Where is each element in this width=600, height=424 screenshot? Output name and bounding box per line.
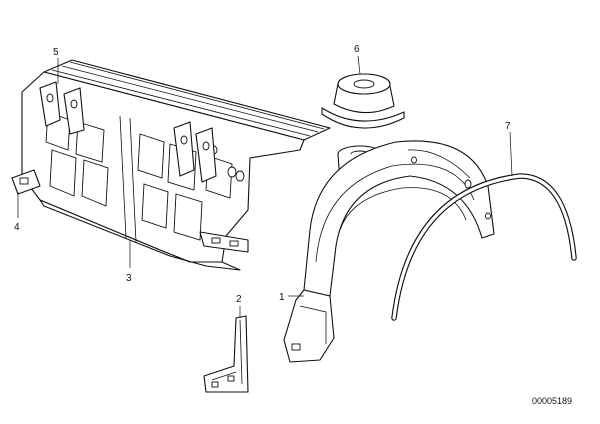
- leader-6: [357, 55, 361, 75]
- part-rear-panel: [11, 59, 331, 271]
- callout-4: 4: [14, 222, 20, 233]
- part-dome-cup: [321, 73, 405, 129]
- part-seal-strip: [391, 173, 577, 321]
- callout-6: 6: [354, 44, 360, 55]
- part-wheel-arch: [283, 140, 495, 363]
- leader-7: [509, 131, 513, 177]
- callout-5: 5: [53, 47, 59, 58]
- part-small-bracket: [203, 315, 249, 393]
- callout-2: 2: [236, 294, 242, 305]
- reference-code: 00005189: [532, 396, 572, 406]
- callout-7: 7: [505, 121, 511, 132]
- callout-3: 3: [126, 273, 132, 284]
- callout-1: 1: [279, 292, 285, 303]
